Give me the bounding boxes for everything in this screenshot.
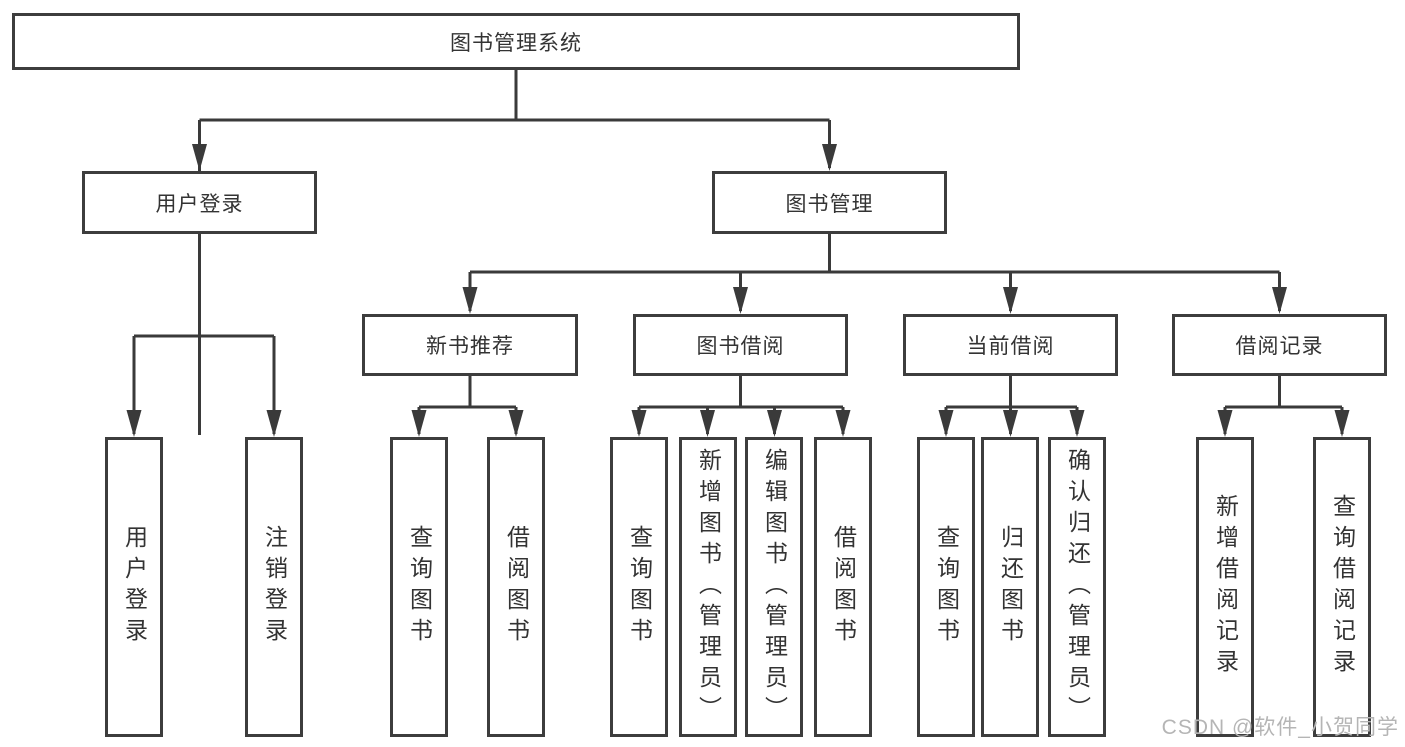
node-label: 新增图书（管理员） [695,447,722,727]
connector-user-login-to-leaves [132,234,276,434]
arrowhead [1272,287,1287,314]
leaf-return-books: 归还图书 [981,437,1039,737]
arrowhead [631,410,647,437]
arrowhead [700,410,715,437]
node-current-borrow: 当前借阅 [903,314,1118,376]
node-label: 归还图书 [997,525,1024,649]
node-label: 借阅图书 [830,525,857,649]
connector-new-book-to-leaves [417,376,518,434]
node-label: 借阅记录 [1235,335,1324,358]
leaf-confirm-return-admin: 确认归还（管理员） [1048,437,1106,737]
arrowhead [266,410,282,437]
leaf-query-books-recommend: 查询图书 [390,437,448,737]
node-label: 编辑图书（管理员） [761,447,788,727]
node-label: 图书借阅 [696,335,785,358]
arrowhead [508,410,524,437]
leaf-user-login: 用户登录 [105,437,163,737]
leaf-logout-login: 注销登录 [245,437,303,737]
node-label: 借阅图书 [503,525,530,649]
leaf-add-books-admin: 新增图书（管理员） [679,437,737,737]
leaf-query-books-borrow: 查询图书 [610,437,668,737]
node-label: 当前借阅 [966,335,1055,358]
node-label: 图书管理系统 [450,31,582,55]
node-book-borrow: 图书借阅 [633,314,848,376]
leaf-query-borrow-record: 查询借阅记录 [1313,437,1371,737]
leaf-borrow-books-recommend: 借阅图书 [487,437,545,737]
arrowhead [1217,410,1233,437]
node-book-management: 图书管理 [712,171,947,234]
arrowhead [1003,287,1018,314]
node-label: 用户登录 [121,525,148,649]
connector-borrow-records-to-leaves [1223,376,1344,434]
arrowhead [767,410,782,437]
node-label: 注销登录 [261,525,288,649]
arrowhead [938,410,954,437]
arrowhead [1069,410,1085,437]
arrowhead [1334,410,1350,437]
leaf-query-books-current: 查询图书 [917,437,975,737]
node-borrow-records: 借阅记录 [1172,314,1387,376]
node-user-login: 用户登录 [82,171,317,234]
node-label: 查询借阅记录 [1329,494,1356,680]
node-new-book-recommend: 新书推荐 [362,314,578,376]
node-label: 确认归还（管理员） [1064,447,1091,727]
node-label: 用户登录 [155,192,244,216]
arrowhead [822,144,837,171]
node-label: 查询图书 [406,525,433,649]
node-library-management-system: 图书管理系统 [12,13,1020,70]
connector-book-borrow-to-leaves [637,376,845,434]
leaf-borrow-books-borrow: 借阅图书 [814,437,872,737]
leaf-add-borrow-record: 新增借阅记录 [1196,437,1254,737]
arrowhead [733,287,748,314]
arrowhead [192,144,207,171]
arrowhead [126,410,142,437]
arrowhead [411,410,427,437]
node-label: 图书管理 [785,192,874,216]
arrowhead [1003,410,1018,437]
node-label: 新增借阅记录 [1212,494,1239,680]
arrowhead [835,410,851,437]
node-label: 新书推荐 [426,335,514,358]
connector-book-management-to-level3 [468,234,1281,311]
node-label: 查询图书 [626,525,653,649]
node-label: 查询图书 [933,525,960,649]
arrowhead [462,287,478,314]
connector-root-to-level2 [198,70,831,435]
leaf-edit-books-admin: 编辑图书（管理员） [745,437,803,737]
